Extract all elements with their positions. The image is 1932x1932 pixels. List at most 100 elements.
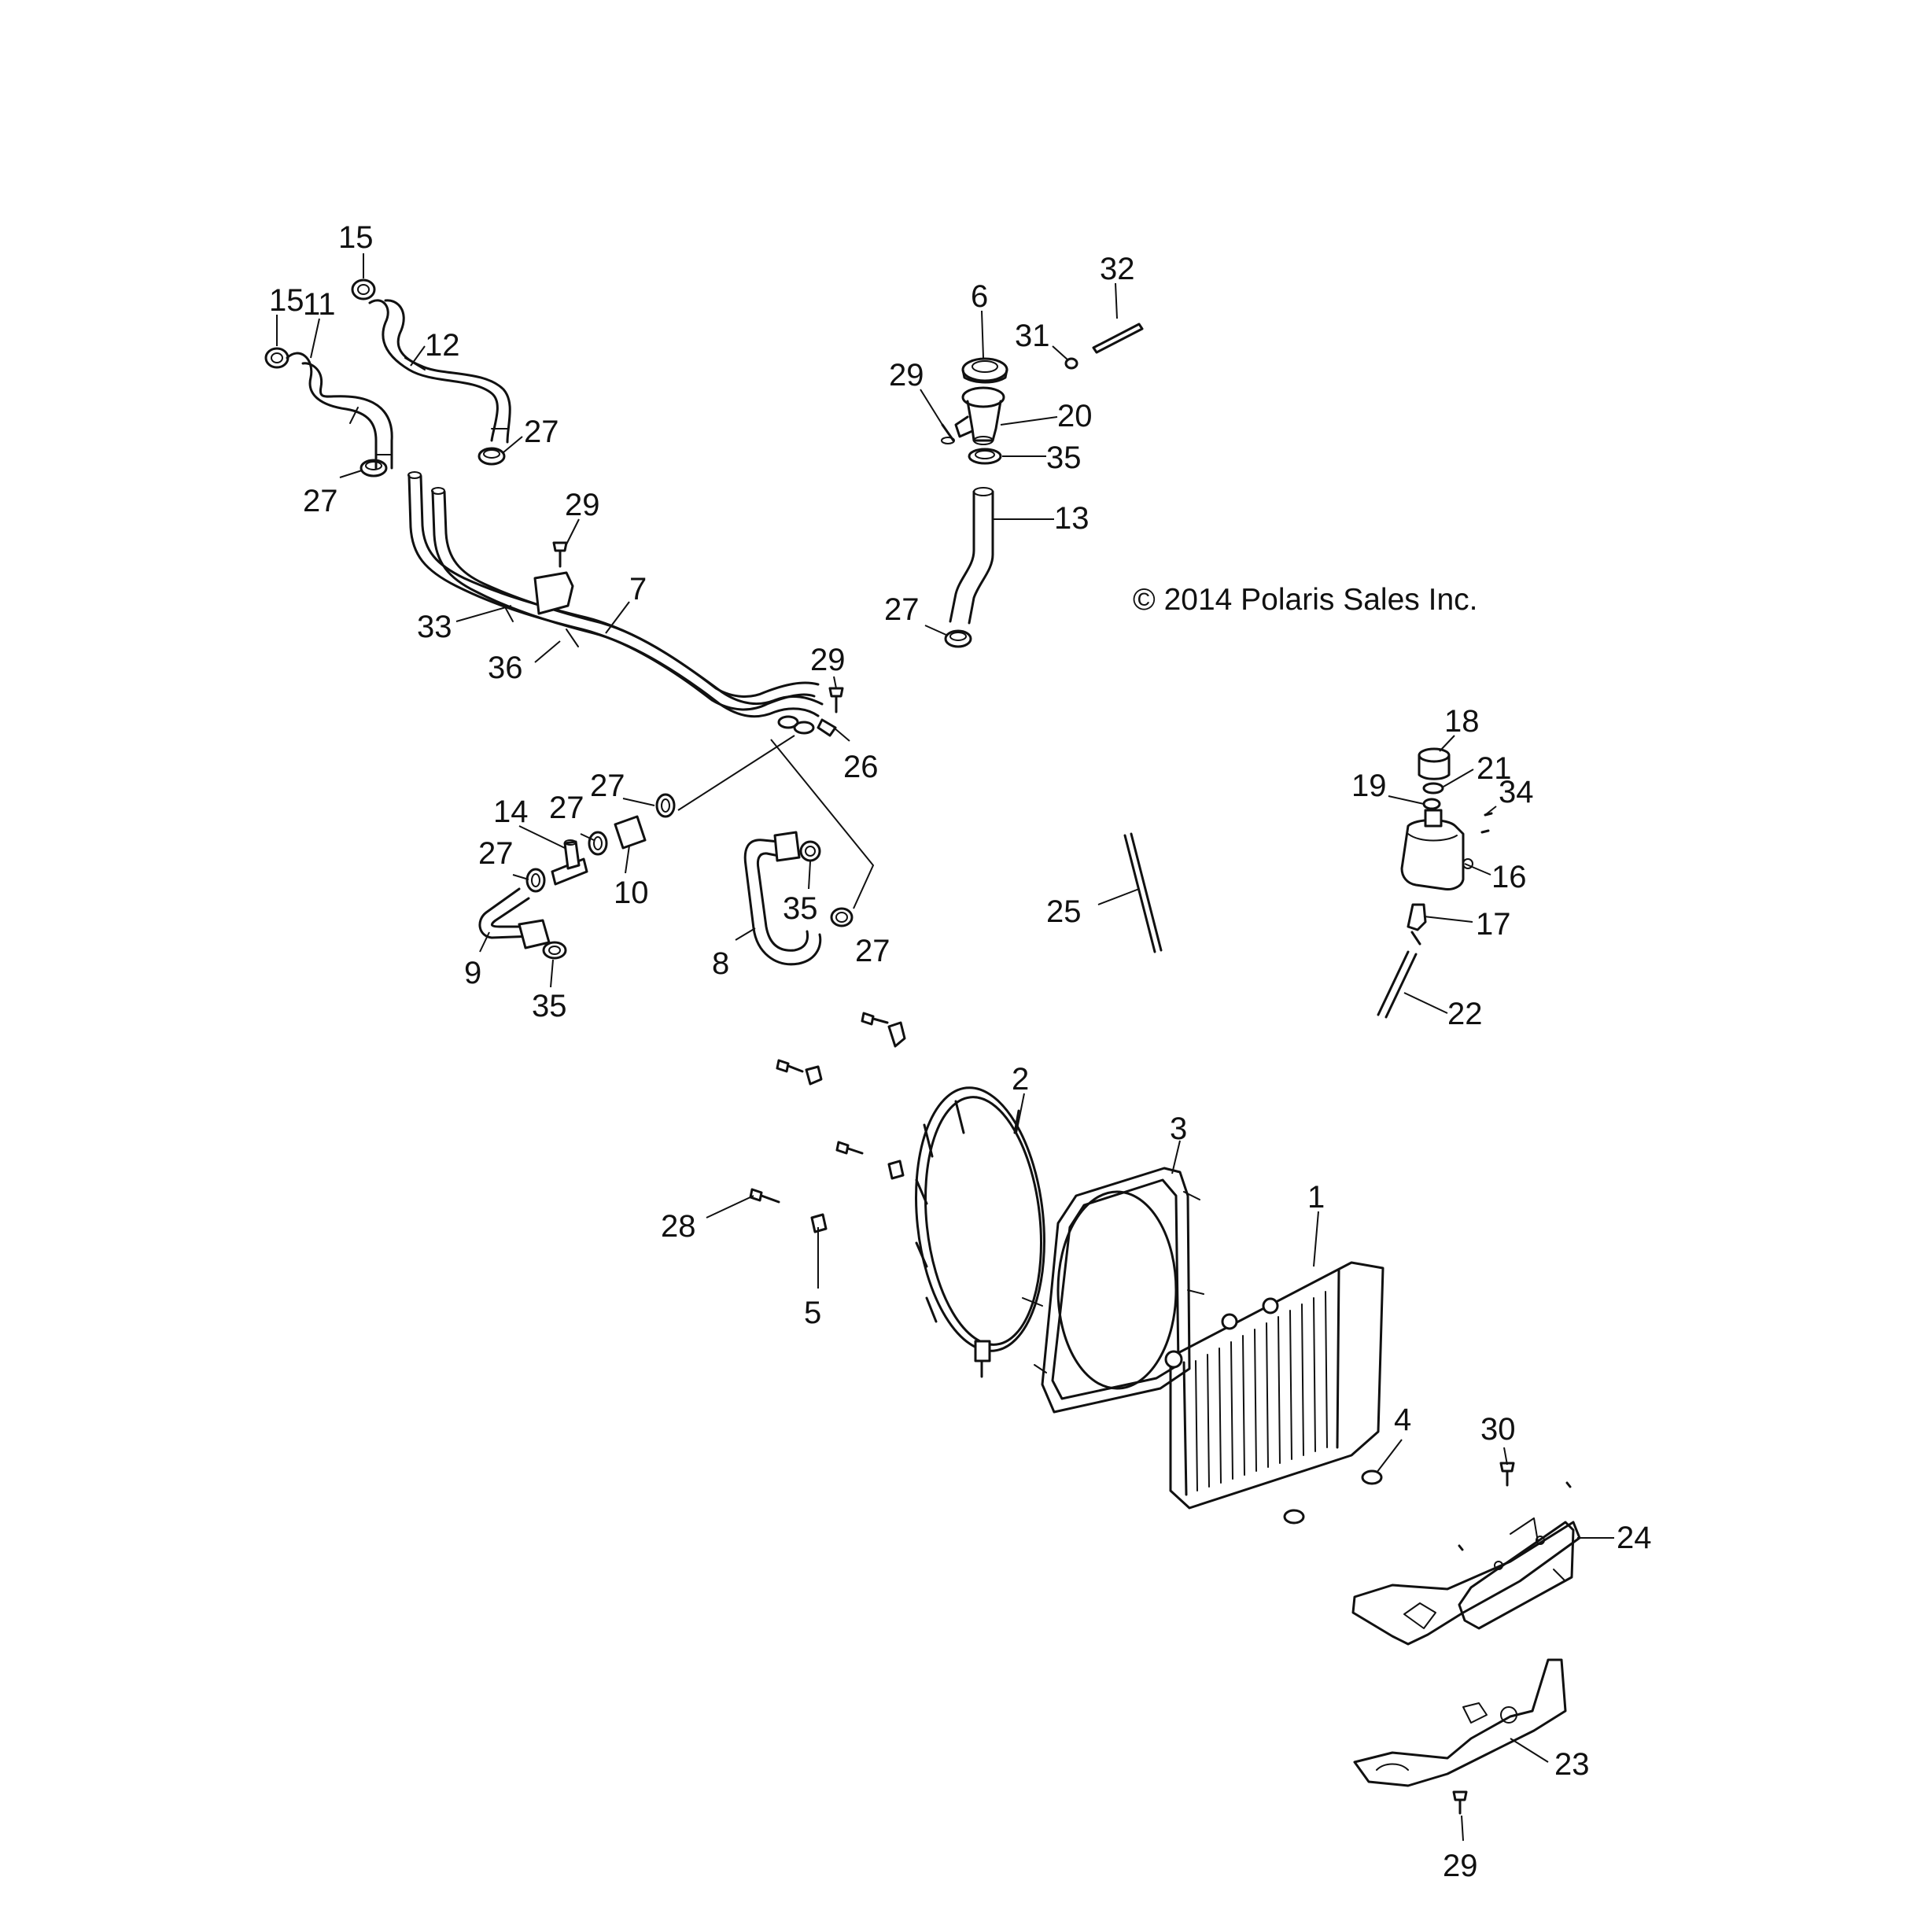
callout-22: 22	[1447, 997, 1483, 1031]
callout-27-mid-1: 27	[590, 769, 625, 803]
nut-5-4	[810, 1213, 828, 1233]
callout-18: 18	[1444, 704, 1480, 739]
callout-20: 20	[1057, 399, 1093, 433]
washer-21	[1422, 782, 1444, 795]
clamp-27-mid-2	[588, 831, 608, 856]
screw-28-3	[835, 1141, 864, 1155]
callout-27-right-hose: 27	[524, 415, 559, 449]
clamp-15-top	[351, 278, 376, 300]
callout-35-hose9: 35	[532, 989, 567, 1023]
bolt-29-cap	[941, 423, 955, 444]
clip-26	[817, 718, 837, 737]
callout-27-hose8: 27	[855, 934, 890, 968]
bolt-31	[1064, 357, 1078, 370]
callout-36: 36	[488, 651, 523, 685]
radiator-1	[1164, 1261, 1384, 1510]
bolt-34	[1480, 812, 1493, 834]
hose-12	[368, 299, 511, 444]
callout-7: 7	[629, 572, 647, 607]
clamp-27-right-hose	[477, 447, 506, 466]
hose-11	[286, 352, 393, 470]
tube-32	[1092, 323, 1144, 354]
callout-4: 4	[1394, 1403, 1411, 1437]
clamp-27-left-hose	[359, 459, 388, 477]
clamp-35-hose9	[542, 941, 567, 960]
connector-10	[614, 815, 647, 850]
clamp-27-mid-1	[655, 793, 676, 818]
callout-5: 5	[804, 1296, 821, 1330]
callout-31: 31	[1015, 319, 1050, 353]
vent-tube-22	[1377, 950, 1418, 1019]
callout-9: 9	[464, 956, 481, 990]
callout-17: 17	[1476, 907, 1511, 942]
callout-8: 8	[712, 946, 729, 981]
callout-29-bracket: 29	[810, 643, 846, 677]
fan-shroud-3	[1022, 1167, 1204, 1414]
callout-10: 10	[614, 876, 649, 910]
callout-27-mid-2: 27	[549, 791, 584, 825]
callout-2: 2	[1012, 1062, 1029, 1097]
callout-15-left: 15	[269, 283, 304, 318]
grommet-4	[1283, 1469, 1383, 1525]
clamp-27-hose13	[944, 629, 972, 648]
copyright-notice: © 2014 Polaris Sales Inc.	[1133, 583, 1477, 617]
bolt-29-tube	[552, 541, 568, 568]
mounting-bracket-23	[1353, 1658, 1567, 1787]
callout-16: 16	[1491, 860, 1527, 894]
radiator-fins	[1195, 1291, 1328, 1491]
callout-1: 1	[1307, 1180, 1325, 1215]
callout-12: 12	[425, 328, 460, 363]
bolt-30	[1499, 1462, 1515, 1487]
callout-33: 33	[417, 610, 452, 644]
hose-13	[949, 487, 994, 625]
callout-24: 24	[1617, 1521, 1652, 1555]
callout-30: 30	[1480, 1412, 1516, 1447]
callout-28: 28	[661, 1209, 696, 1244]
callout-25: 25	[1046, 894, 1082, 929]
nut-5-3	[887, 1160, 905, 1180]
callout-27-hose13: 27	[884, 592, 920, 627]
callout-14: 14	[493, 795, 529, 829]
tee-fitting-14	[551, 839, 588, 886]
pressure-cap-6	[961, 357, 1008, 384]
fitting-17	[1407, 903, 1427, 946]
reservoir-cap-18	[1418, 747, 1451, 780]
hose-8	[743, 831, 822, 966]
callout-27-left-hose: 27	[303, 484, 338, 518]
screw-28-2	[776, 1059, 804, 1073]
callout-32: 32	[1100, 252, 1135, 286]
fan-assembly-2	[915, 1086, 1045, 1378]
callout-6: 6	[971, 279, 988, 314]
leader-lines	[276, 253, 1614, 1842]
callout-27-mid-3: 27	[478, 836, 514, 871]
coolant-tube-7	[407, 471, 824, 735]
clamp-35-hose8	[799, 840, 821, 862]
callout-21: 21	[1477, 751, 1512, 786]
filler-neck-20	[954, 386, 1005, 445]
coolant-reservoir-16	[1400, 809, 1473, 890]
bolt-29-bottom	[1452, 1790, 1468, 1815]
callout-35-hose8: 35	[783, 891, 818, 926]
callout-23: 23	[1554, 1747, 1590, 1782]
callout-35-filler: 35	[1046, 441, 1082, 475]
callout-29-tube: 29	[565, 488, 600, 522]
clamp-27-hose8	[830, 907, 854, 927]
o-ring-19	[1422, 798, 1441, 810]
nut-5-2	[805, 1065, 823, 1086]
callout-34: 34	[1499, 775, 1534, 809]
clamp-15-left	[264, 347, 289, 369]
bolt-24-hardware	[1458, 1481, 1572, 1551]
callout-3: 3	[1170, 1112, 1187, 1146]
bolt-29-bracket	[828, 687, 844, 713]
callout-11: 11	[303, 287, 336, 322]
clamp-27-mid-3	[525, 868, 546, 893]
callout-29-bottom: 29	[1443, 1849, 1478, 1883]
clamp-35-filler	[968, 448, 1002, 465]
mounting-bracket-24	[1351, 1517, 1581, 1646]
callout-13: 13	[1054, 501, 1090, 536]
screw-28-1	[861, 1012, 889, 1026]
rod-25	[1123, 832, 1163, 953]
screw-28-4	[749, 1188, 780, 1204]
hose-9	[478, 887, 551, 949]
